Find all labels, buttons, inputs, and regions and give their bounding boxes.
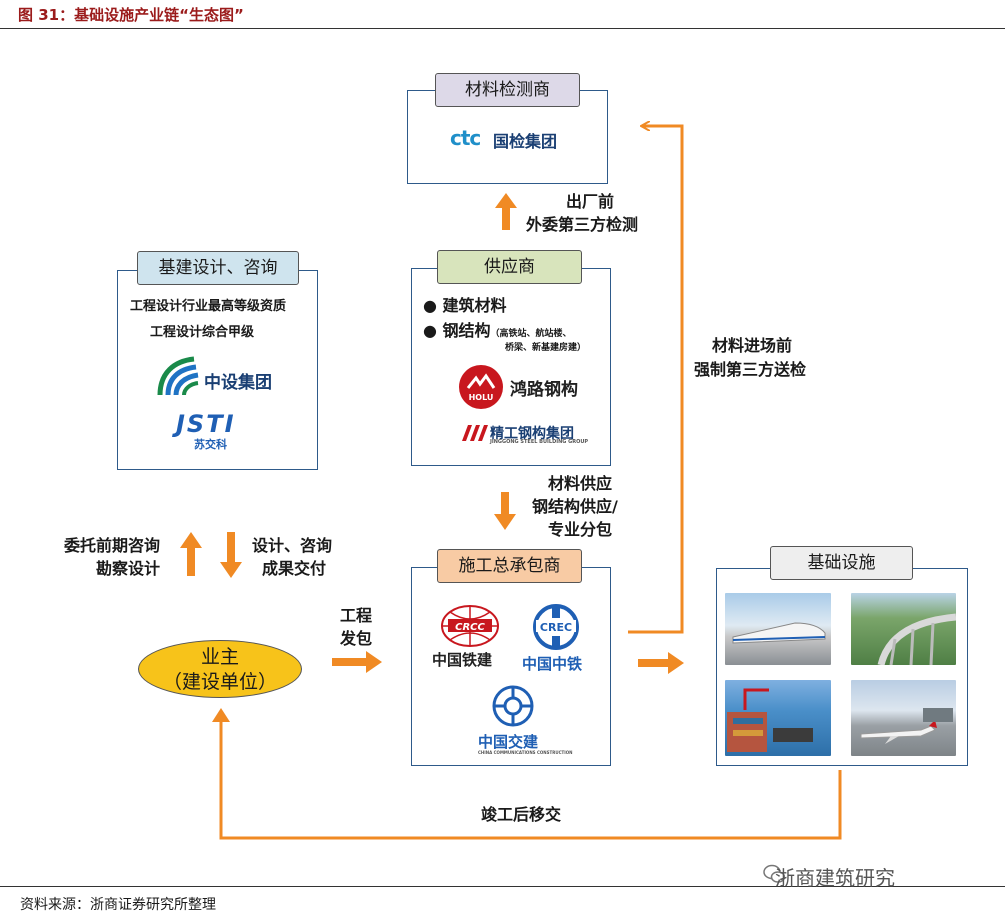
arrow-up-design <box>180 532 202 576</box>
design-line2: 工程设计综合甲级 <box>150 325 255 340</box>
contractor-box <box>411 567 611 766</box>
contractor-tag: 施工总承包商 <box>437 549 582 583</box>
contractor-logo3-sub: CHINA COMMUNICATIONS CONSTRUCTION <box>478 750 573 755</box>
supplier-bullet1-text: 建筑材料 <box>442 296 507 315</box>
jinggong-logo-icon <box>462 425 488 441</box>
top-rule <box>0 28 1005 29</box>
design-logo2-sub: 苏交科 <box>194 438 227 451</box>
figure-title: 图 31：基础设施产业链“生态图” <box>18 6 244 24</box>
design-logo1-name: 中设集团 <box>204 373 272 393</box>
contractor-logo2-name: 中国中铁 <box>522 655 583 673</box>
label-contract-2: 发包 <box>340 629 373 648</box>
photo-high-speed-rail <box>725 593 831 665</box>
ctc-logo-icon: ctc <box>450 126 481 150</box>
photo-bridge <box>851 593 957 666</box>
crec-mark: CREC <box>540 621 572 634</box>
supplier-bullet2: ● 钢结构（高铁站、航站楼、 <box>423 321 572 340</box>
port-icon <box>727 688 813 752</box>
owner-line2: （建设单位） <box>162 671 277 693</box>
holu-logo-icon: HOLU <box>459 365 503 409</box>
airplane-icon <box>860 708 953 744</box>
supplier-bullet2-text: 钢结构 <box>442 321 491 340</box>
supplier-box <box>411 268 611 466</box>
supplier-logo2-sub: JINGGONG STEEL BUILDING GROUP <box>490 439 589 445</box>
wechat-icon <box>763 864 785 883</box>
label-supply-3: 专业分包 <box>548 520 613 539</box>
supplier-bullet1: ● 建筑材料 <box>423 296 507 315</box>
testing-tag: 材料检测商 <box>435 73 580 107</box>
photo-port <box>725 680 831 756</box>
jsti-logo-icon: JSTI <box>176 410 236 438</box>
design-box <box>117 270 318 470</box>
supplier-logo2-name: 精工钢构集团 <box>490 426 574 442</box>
infra-tag: 基础设施 <box>770 546 913 580</box>
label-handover: 竣工后移交 <box>481 805 562 824</box>
arrow-down-owner <box>220 532 242 578</box>
label-pre-factory-2: 外委第三方检测 <box>526 215 639 234</box>
supplier-logo1-name: 鸿路钢构 <box>510 380 578 400</box>
supplier-tag: 供应商 <box>437 250 582 284</box>
photo-airport <box>851 680 956 756</box>
bridge-icon <box>877 613 957 666</box>
contractor-logo3-name: 中国交建 <box>478 733 539 751</box>
owner-up-arrowhead <box>212 708 230 722</box>
owner-line1: 业主 <box>200 646 239 668</box>
source-note: 资料来源：浙商证券研究所整理 <box>20 897 216 913</box>
watermark: 浙商建筑研究 <box>775 866 895 890</box>
crec-logo-icon: CREC <box>533 604 579 650</box>
label-supply-2: 钢结构供应/ <box>532 497 618 516</box>
train-icon <box>732 622 826 644</box>
testing-logo-name: 国检集团 <box>493 132 558 151</box>
label-deliver-2: 成果交付 <box>262 559 327 578</box>
label-supply-1: 材料供应 <box>548 474 613 493</box>
label-pre-factory-1: 出厂前 <box>566 192 615 211</box>
bottom-rule <box>0 886 1005 887</box>
label-contract-1: 工程 <box>340 606 373 625</box>
contractor-logo1-name: 中国铁建 <box>432 651 493 669</box>
crcc-logo-icon: CRCC <box>441 605 499 647</box>
design-line1: 工程设计行业最高等级资质 <box>130 299 287 314</box>
label-material-entry-1: 材料进场前 <box>712 336 793 355</box>
holu-mark: HOLU <box>469 393 494 402</box>
arrow-down-contractor <box>494 492 516 530</box>
label-deliver-1: 设计、咨询 <box>252 536 333 555</box>
loop-to-owner <box>219 720 842 840</box>
arrow-right-contractor <box>332 651 382 673</box>
cccc-logo-icon <box>492 685 534 727</box>
design-tag: 基建设计、咨询 <box>137 251 299 285</box>
supplier-bullet2-note-b: 桥梁、新基建房建） <box>505 343 587 353</box>
loop-to-testing <box>628 126 684 634</box>
cdg-logo-icon <box>157 356 199 396</box>
arrow-up-testing <box>495 193 517 230</box>
label-entrust-2: 勘察设计 <box>96 559 161 578</box>
label-entrust-1: 委托前期咨询 <box>64 536 161 555</box>
arrow-right-infra <box>638 652 684 674</box>
crcc-mark: CRCC <box>455 622 485 633</box>
label-material-entry-2: 强制第三方送检 <box>694 360 807 379</box>
owner-ellipse: 业主 （建设单位） <box>138 640 302 698</box>
supplier-bullet2-note-a: （高铁站、航站楼、 <box>490 329 572 339</box>
